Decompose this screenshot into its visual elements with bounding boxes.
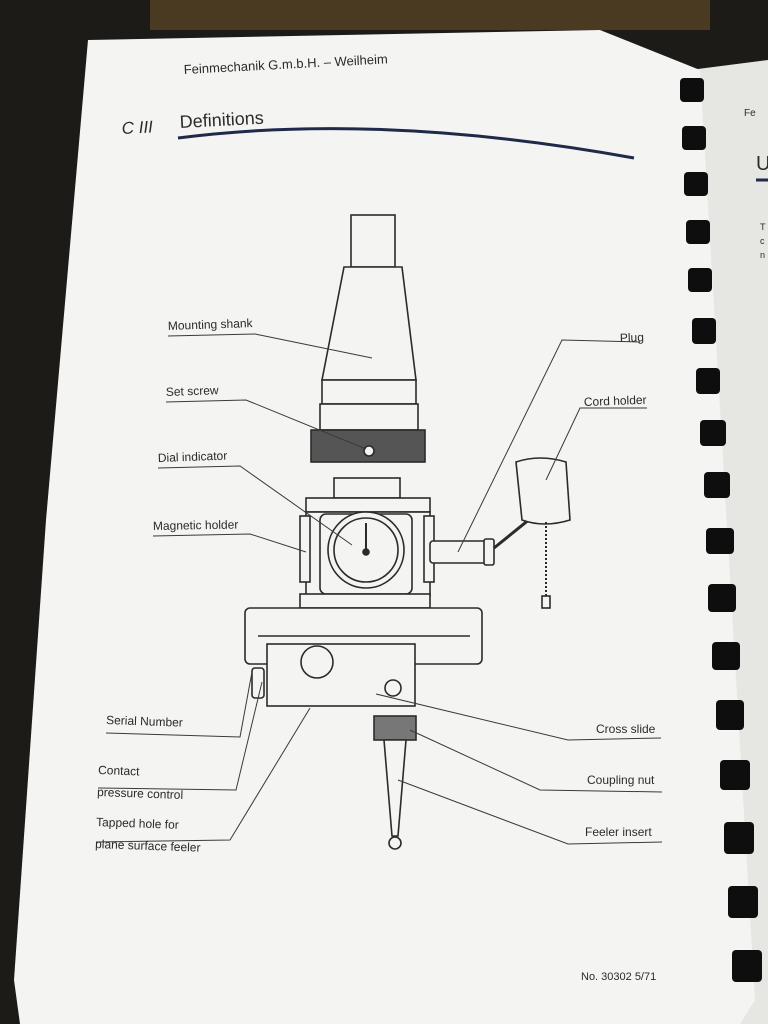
- cord-holder-tip: [541, 595, 551, 609]
- coupling-nut: [373, 715, 417, 741]
- label-cord-holder: Cord holder: [584, 393, 647, 409]
- next-page-text-2: c: [760, 236, 765, 246]
- next-page-text-3: n: [760, 250, 765, 260]
- plug-body: [429, 540, 489, 564]
- feeler-ball: [388, 836, 402, 850]
- label-plug: Plug: [620, 330, 645, 345]
- holder-top-cap: [333, 477, 401, 499]
- next-page-heading: U: [756, 153, 768, 175]
- label-mounting-shank: Mounting shank: [168, 316, 254, 333]
- cord-holder: [515, 457, 571, 525]
- label-tapped-line2: plane surface feeler: [95, 837, 201, 855]
- next-page-text-1: T: [760, 222, 766, 232]
- section-number: C III: [121, 117, 153, 138]
- label-contact-line1: Contact: [98, 763, 140, 778]
- shank-collar: [319, 403, 419, 431]
- leader-lines: [95, 333, 663, 845]
- next-page-header: Fe: [744, 108, 756, 119]
- dial-center: [362, 548, 370, 556]
- set-screw-head: [363, 445, 375, 457]
- label-coupling-nut: Coupling nut: [587, 773, 655, 787]
- label-serial-number: Serial Number: [106, 713, 183, 730]
- section-title: Definitions: [179, 108, 264, 132]
- shank-lower-band: [321, 379, 417, 405]
- holder-top-plate: [305, 497, 431, 513]
- feeler-insert: [383, 739, 407, 837]
- holder-bottom-plate: [299, 593, 431, 609]
- label-magnetic-holder: Magnetic holder: [153, 518, 239, 533]
- label-tapped-line1: Tapped hole for: [96, 815, 179, 832]
- label-contact-line2: pressure control: [97, 785, 183, 802]
- wooden-surface: [150, 0, 710, 30]
- label-dial-indicator: Dial indicator: [158, 449, 228, 465]
- cross-slide-bore: [300, 645, 334, 679]
- holder-left-ear: [299, 515, 311, 583]
- spiral-binding: [680, 78, 762, 982]
- plug-collar: [483, 538, 495, 566]
- dial-gauge-drawing: [244, 214, 571, 850]
- label-cross-slide: Cross slide: [596, 722, 656, 736]
- doc-number: No. 30302 5/71: [581, 971, 656, 983]
- cross-slide-screw: [384, 679, 402, 697]
- heading-rule: [177, 127, 635, 160]
- label-set-screw: Set screw: [166, 383, 219, 399]
- label-feeler-insert: Feeler insert: [585, 825, 652, 839]
- shank-top: [350, 214, 396, 268]
